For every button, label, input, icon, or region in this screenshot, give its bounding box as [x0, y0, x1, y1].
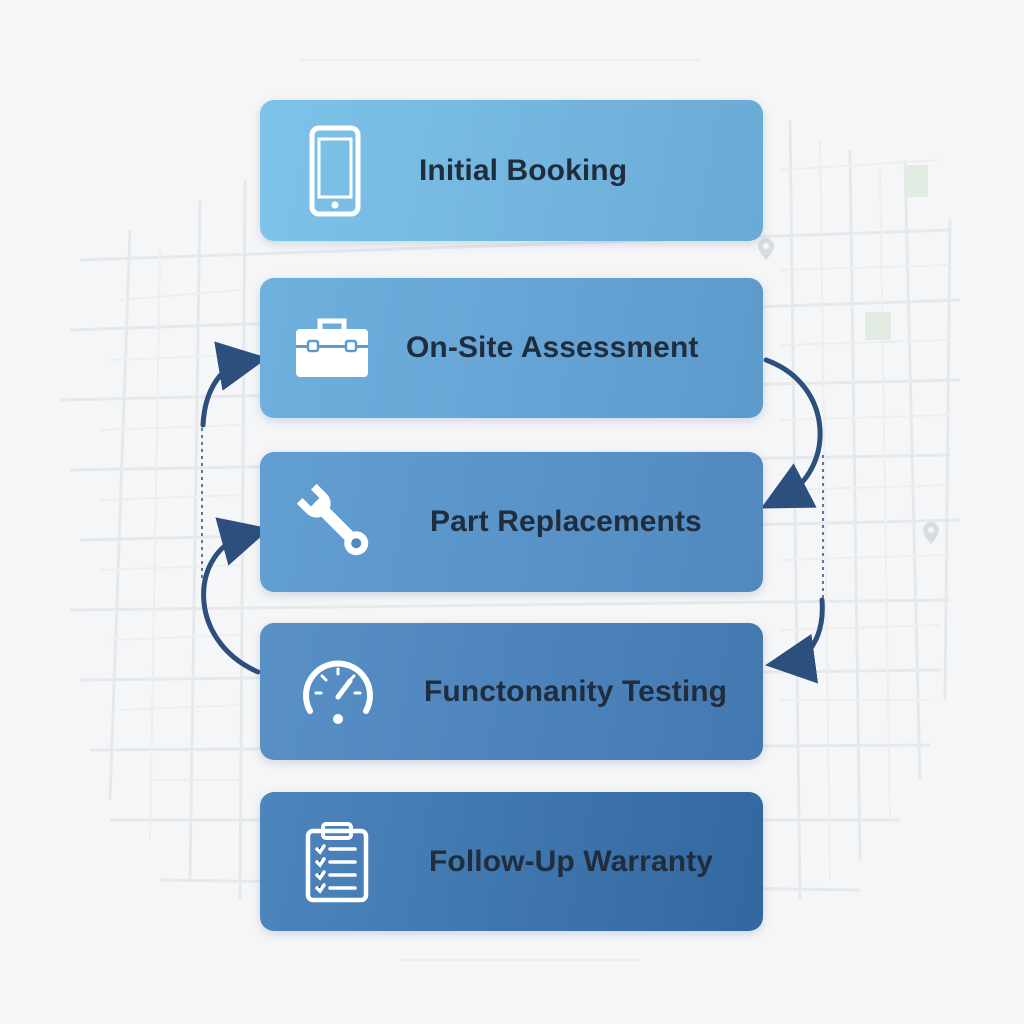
smartphone-icon	[302, 100, 368, 241]
step-on-site-assessment: On-Site Assessment	[260, 278, 763, 418]
step-part-replacements: Part Replacements	[260, 452, 763, 592]
step-label: Initial Booking	[419, 153, 628, 187]
park-block	[906, 165, 928, 197]
clipboard-checklist-icon	[300, 792, 374, 931]
step-label: Part Replacements	[430, 505, 702, 538]
map-pin-icon	[758, 238, 774, 260]
step-functionality-testing: Functonanity Testing	[260, 623, 763, 760]
park-block	[865, 312, 891, 340]
step-label: On-Site Assessment	[406, 331, 699, 364]
step-label: Follow-Up Warranty	[429, 844, 714, 878]
step-label: Functonanity Testing	[424, 674, 728, 708]
map-pin-icon	[923, 522, 939, 544]
step-follow-up-warranty: Follow-Up Warranty	[260, 792, 763, 931]
step-initial-booking: Initial Booking	[260, 100, 763, 241]
wrench-icon	[290, 452, 380, 592]
toolbox-icon	[290, 278, 374, 418]
gauge-icon	[296, 623, 380, 760]
